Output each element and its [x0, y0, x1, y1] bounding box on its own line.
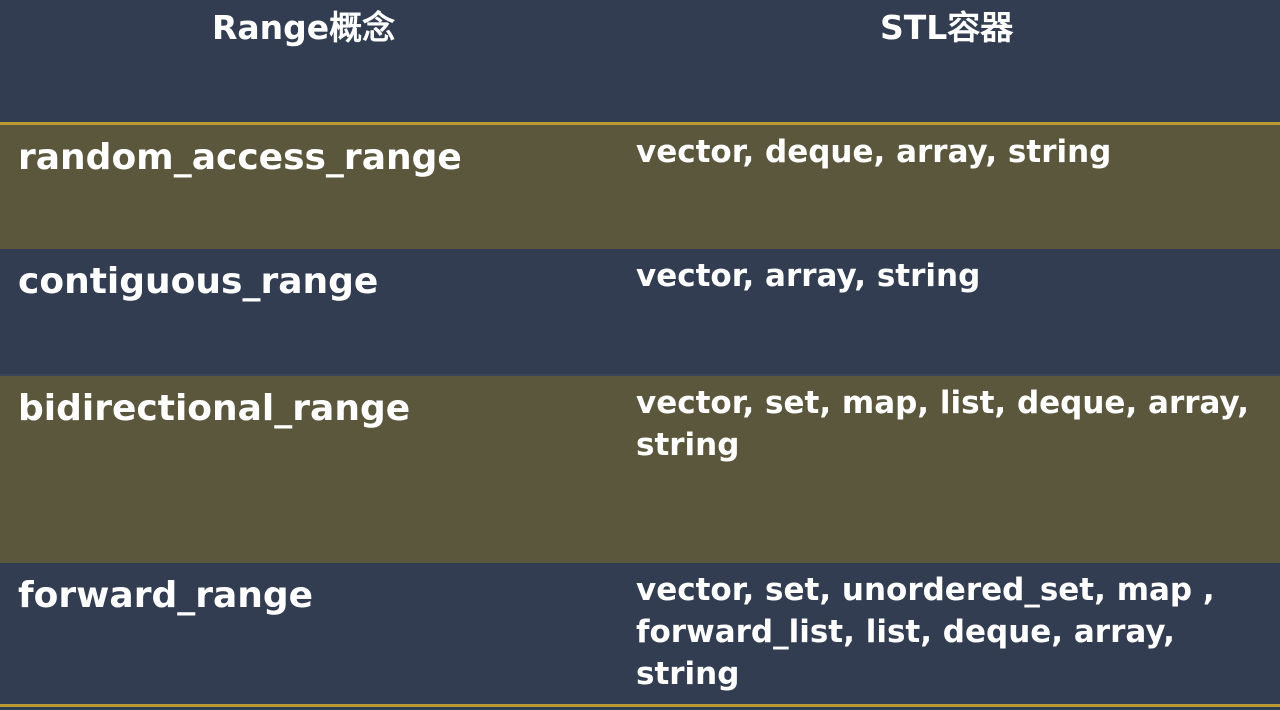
row-concept: bidirectional_range: [18, 388, 411, 429]
table-header: Range概念 STL容器: [0, 0, 1280, 123]
table-row: contiguous_range vector, array, string: [0, 249, 1280, 376]
row-concept: contiguous_range: [18, 261, 379, 302]
header-range-concept: Range概念: [212, 8, 396, 47]
row-concept: forward_range: [18, 575, 314, 616]
row-containers: vector, array, string: [636, 258, 981, 294]
row-divider: [0, 374, 1280, 376]
header-stl-containers: STL容器: [880, 8, 1014, 47]
table-row: bidirectional_range vector, set, map, li…: [0, 376, 1280, 563]
table-bottom-border: [0, 704, 1280, 707]
row-containers: vector, set, map, list, deque, array, st…: [636, 385, 1250, 463]
table-row: forward_range vector, set, unordered_set…: [0, 563, 1280, 704]
table-row: random_access_range vector, deque, array…: [0, 125, 1280, 249]
row-containers: vector, set, unordered_set, map , forwar…: [636, 572, 1215, 692]
row-containers: vector, deque, array, string: [636, 134, 1112, 170]
header-divider: [0, 122, 1280, 125]
row-concept: random_access_range: [18, 137, 462, 178]
